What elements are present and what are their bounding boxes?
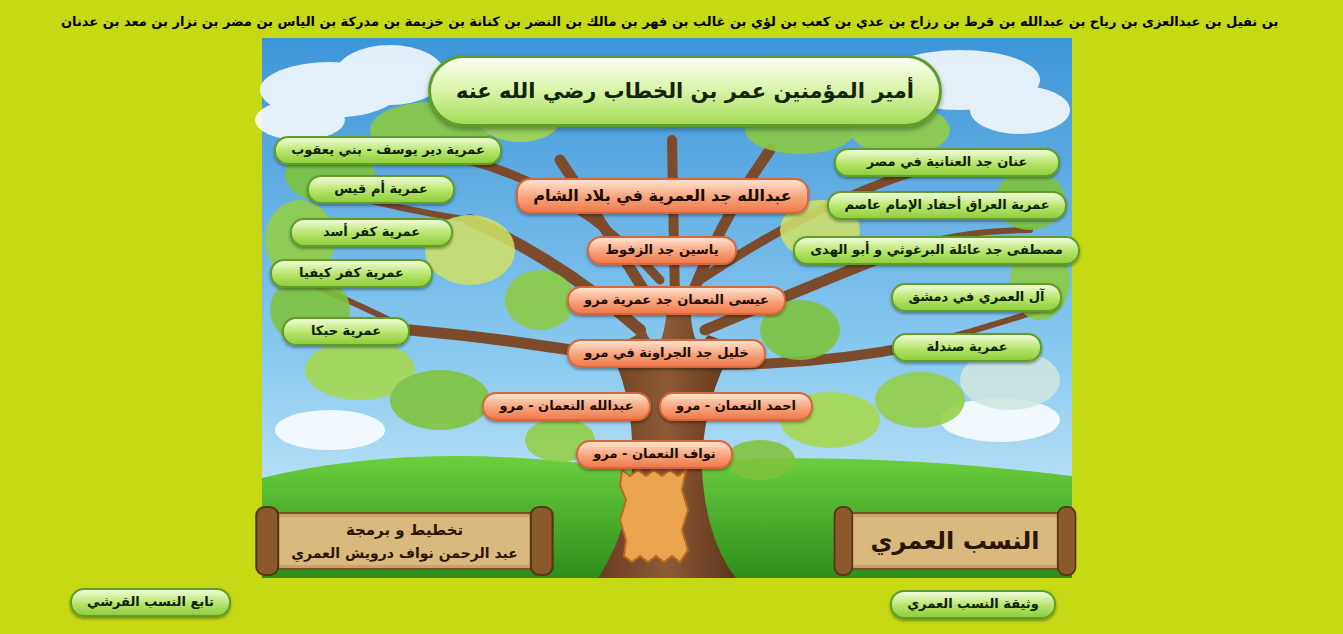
- node-text: عبدالله جد العمرية في بلاد الشام: [533, 186, 792, 206]
- lineage-box: عبدالله جد العمرية في بلاد الشام: [516, 178, 809, 214]
- node-text: عمرية العراق أحفاد الإمام عاصم: [844, 197, 1049, 213]
- node-text: عمرية أم قيس: [334, 181, 428, 197]
- node-text: خليل جد الجراونة في مرو: [584, 345, 749, 361]
- branch-box: عمرية أم قيس: [307, 175, 455, 204]
- lineage-box: عيسى النعمان جد عمرية مرو: [567, 286, 786, 315]
- nav-button: تابع النسب القرشي: [70, 588, 231, 617]
- lineage-box: نواف النعمان - مرو: [576, 440, 733, 469]
- node-text: عيسى النعمان جد عمرية مرو: [584, 292, 769, 308]
- node-text: آل العمري في دمشق: [908, 289, 1044, 305]
- branch-box: عمرية كفر كيفيا: [270, 259, 433, 288]
- node-text: عمرية كفر أسد: [323, 224, 420, 240]
- node-text: عمرية حبكا: [311, 323, 381, 339]
- node-subtext: عبد الرحمن نواف درويش العمري: [291, 542, 518, 564]
- node-text: تخطيط و برمجة: [346, 518, 463, 542]
- root-title-box: أمير المؤمنين عمر بن الخطاب رضي الله عنه: [428, 55, 942, 127]
- node-text: وثيقة النسب العمري: [907, 596, 1039, 612]
- node-text: ياسين جد الزفوط: [605, 242, 718, 258]
- node-text: عمرية صندلة: [926, 339, 1007, 355]
- lineage-box: خليل جد الجراونة في مرو: [567, 339, 766, 368]
- branch-box: عمرية العراق أحفاد الإمام عاصم: [827, 191, 1067, 220]
- node-text: أمير المؤمنين عمر بن الخطاب رضي الله عنه: [456, 78, 914, 104]
- lineage-line: بن نفيل بن عبدالعزى بن رياح بن عبدالله ب…: [61, 14, 1278, 30]
- scroll-sign: تخطيط و برمجةعبد الرحمن نواف درويش العمر…: [252, 505, 557, 577]
- lineage-box: احمد النعمان - مرو: [659, 392, 813, 421]
- node-text: عمرية كفر كيفيا: [299, 265, 404, 281]
- node-text: نواف النعمان - مرو: [593, 446, 715, 462]
- nav-button: وثيقة النسب العمري: [890, 590, 1056, 619]
- branch-box: عمرية كفر أسد: [290, 218, 453, 247]
- branch-box: آل العمري في دمشق: [891, 283, 1062, 312]
- lineage-box: ياسين جد الزفوط: [587, 236, 737, 265]
- node-text: عنان جد العنانية في مصر: [867, 154, 1028, 170]
- lineage-box: عبدالله النعمان - مرو: [482, 392, 651, 421]
- branch-box: مصطفى جد عائلة البرغوثي و أبو الهدى: [793, 236, 1080, 265]
- branch-box: عنان جد العنانية في مصر: [834, 148, 1060, 177]
- branch-box: عمرية دير يوسف - بني يعقوب: [274, 136, 502, 165]
- node-text: احمد النعمان - مرو: [676, 398, 796, 414]
- branch-box: عمرية صندلة: [892, 333, 1042, 362]
- node-text: عبدالله النعمان - مرو: [499, 398, 633, 414]
- node-text: عمرية دير يوسف - بني يعقوب: [291, 142, 485, 158]
- node-text: تابع النسب القرشي: [87, 594, 214, 610]
- node-text: مصطفى جد عائلة البرغوثي و أبو الهدى: [810, 242, 1063, 258]
- node-text: النسب العمري: [870, 526, 1039, 556]
- scroll-shape: [252, 505, 557, 577]
- branch-box: عمرية حبكا: [282, 317, 410, 346]
- scroll-sign: النسب العمري: [831, 505, 1079, 577]
